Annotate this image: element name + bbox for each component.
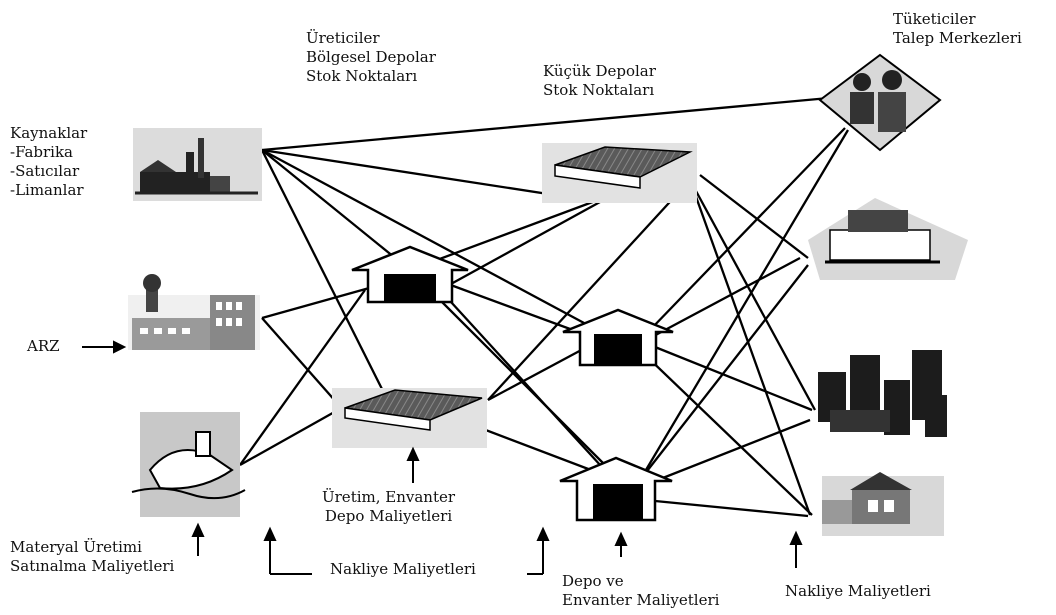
production-cost-line-2: Depo Maliyetleri: [324, 507, 453, 525]
producers-line-1: Üreticiler: [306, 29, 380, 47]
small-depots-line-1: Küçük Depolar: [543, 62, 656, 80]
consumers-line-2: Talep Merkezleri: [893, 29, 1022, 47]
small-warehouse-icon-1: [562, 308, 674, 367]
mall-icon: [808, 198, 968, 280]
supply-label: ARZ: [27, 337, 60, 355]
sources-line-4: -Limanlar: [10, 181, 84, 199]
small-depot-icon: [542, 143, 697, 203]
producers-line-3: Stok Noktaları: [306, 67, 418, 85]
depot-cost-line-2: Envanter Maliyetleri: [562, 591, 720, 609]
ship-icon: [131, 412, 246, 517]
city-icon: [818, 350, 947, 437]
producers-line-2: Bölgesel Depolar: [306, 48, 436, 66]
transport-cost-label-2: Nakliye Maliyetleri: [785, 582, 931, 600]
regional-warehouse-icon: [351, 245, 469, 304]
small-warehouse-icon-2: [559, 456, 673, 522]
depot-cost-label: Depo ve Envanter Maliyetleri: [562, 572, 719, 610]
consumers-label: Tüketiciler Talep Merkezleri: [893, 10, 1022, 48]
plant-icon: [128, 274, 260, 350]
production-cost-line-1: Üretim, Envanter: [322, 488, 456, 506]
small-depots-label: Küçük Depolar Stok Noktaları: [543, 62, 656, 100]
factory-icon: [133, 128, 262, 201]
producers-label: Üreticiler Bölgesel Depolar Stok Noktala…: [306, 29, 436, 86]
transport-cost-label-1: Nakliye Maliyetleri: [330, 560, 476, 578]
sources-line-1: Kaynaklar: [10, 124, 88, 142]
material-cost-label: Materyal Üretimi Satınalma Maliyetleri: [10, 538, 174, 576]
sources-line-3: -Satıcılar: [10, 162, 80, 180]
arrows: [82, 340, 803, 575]
material-cost-line-2: Satınalma Maliyetleri: [10, 557, 175, 575]
production-cost-label: Üretim, Envanter Depo Maliyetleri: [322, 488, 455, 526]
material-cost-line-1: Materyal Üretimi: [10, 538, 142, 556]
people-icon: [818, 53, 942, 152]
sources-label: Kaynaklar -Fabrika -Satıcılar -Limanlar: [10, 124, 87, 200]
house-icon: [822, 472, 944, 536]
depot-cost-line-1: Depo ve: [562, 572, 624, 590]
small-depots-line-2: Stok Noktaları: [543, 81, 655, 99]
consumers-line-1: Tüketiciler: [893, 10, 976, 28]
regional-depot-icon: [332, 388, 487, 448]
sources-line-2: -Fabrika: [10, 143, 74, 161]
